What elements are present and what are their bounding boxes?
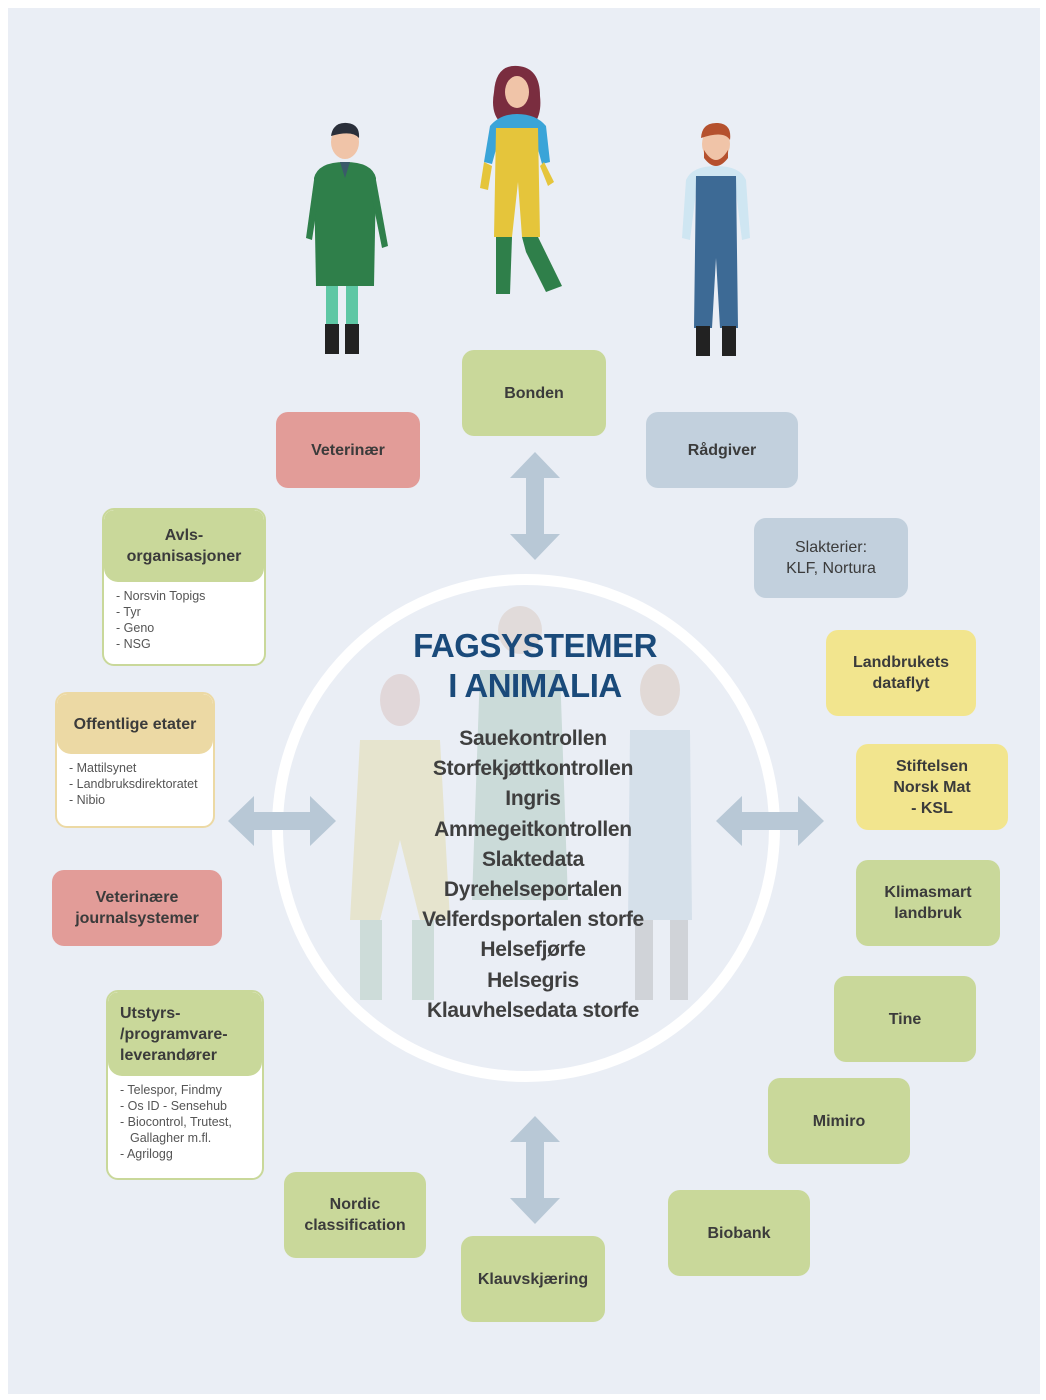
node-bonden: Bonden <box>462 350 606 436</box>
card-avls-list: Norsvin Topigs Tyr Geno NSG <box>104 582 264 658</box>
list-item: Mattilsynet <box>69 760 205 776</box>
node-radgiver: Rådgiver <box>646 412 798 488</box>
list-item: Os ID - Sensehub <box>120 1098 254 1114</box>
system-item: Slaktedata <box>481 847 585 871</box>
system-item: Helsefjørfe <box>480 938 586 962</box>
list-item: Geno <box>116 620 256 636</box>
system-item: Klauvhelsedata storfe <box>427 998 639 1022</box>
card-offentlige-title: Offentlige etater <box>57 694 213 754</box>
node-klauvskjaering: Klauvskjæring <box>461 1236 605 1322</box>
card-utstyr-list: Telespor, Findmy Os ID - Sensehub Biocon… <box>108 1076 262 1168</box>
system-item: Sauekontrollen <box>459 727 607 750</box>
card-avls: Avls- organisasjoner Norsvin Topigs Tyr … <box>102 508 266 666</box>
arrow-top <box>510 452 560 560</box>
card-utstyr-title: Utstyrs- /programvare- leverandører <box>108 992 262 1076</box>
node-biobank: Biobank <box>668 1190 810 1276</box>
system-item: Ammegeitkontrollen <box>434 817 632 841</box>
node-nordic-classification: Nordic classification <box>284 1172 426 1258</box>
list-item: Norsvin Topigs <box>116 588 256 604</box>
list-item: Landbruksdirektoratet <box>69 776 205 792</box>
list-item: Biocontrol, Trutest, <box>120 1114 254 1130</box>
arrow-right <box>716 796 824 846</box>
list-item: Gallagher m.fl. <box>130 1131 212 1145</box>
list-item: Telespor, Findmy <box>120 1082 254 1098</box>
card-offentlige-list: Mattilsynet Landbruksdirektoratet Nibio <box>57 754 213 814</box>
systems-list: Sauekontrollen Storfekjøttkontrollen Ing… <box>380 724 686 1026</box>
node-tine: Tine <box>834 976 976 1062</box>
center-title: FAGSYSTEMER I ANIMALIA <box>380 626 690 706</box>
center-title-line1: FAGSYSTEMER <box>413 627 657 664</box>
center-title-line2: I ANIMALIA <box>448 667 622 704</box>
node-mimiro: Mimiro <box>768 1078 910 1164</box>
card-utstyr: Utstyrs- /programvare- leverandører Tele… <box>106 990 264 1180</box>
node-veterinaer: Veterinær <box>276 412 420 488</box>
node-stiftelsen: Stiftelsen Norsk Mat - KSL <box>856 744 1008 830</box>
arrow-bottom <box>510 1116 560 1224</box>
card-offentlige: Offentlige etater Mattilsynet Landbruksd… <box>55 692 215 828</box>
list-item: Tyr <box>116 604 256 620</box>
node-veterinaere-journalsystemer: Veterinære journalsystemer <box>52 870 222 946</box>
list-item: Agrilogg <box>120 1146 254 1162</box>
farmer-woman-figure <box>480 65 562 294</box>
system-item: Helsegris <box>487 968 579 992</box>
list-item: Nibio <box>69 792 205 808</box>
advisor-man-figure <box>682 122 750 356</box>
node-landbrukets-dataflyt: Landbrukets dataflyt <box>826 630 976 716</box>
system-item: Velferdsportalen storfe <box>422 908 644 932</box>
system-item: Storfekjøttkontrollen <box>432 757 634 781</box>
node-klimasmart: Klimasmart landbruk <box>856 860 1000 946</box>
system-item: Ingris <box>505 787 561 811</box>
node-slakterier: Slakterier: KLF, Nortura <box>754 518 908 598</box>
veterinarian-figure <box>306 122 388 354</box>
list-item: NSG <box>116 636 256 652</box>
arrow-left <box>228 796 336 846</box>
system-item: Dyrehelseportalen <box>443 878 623 902</box>
card-avls-title: Avls- organisasjoner <box>104 510 264 582</box>
